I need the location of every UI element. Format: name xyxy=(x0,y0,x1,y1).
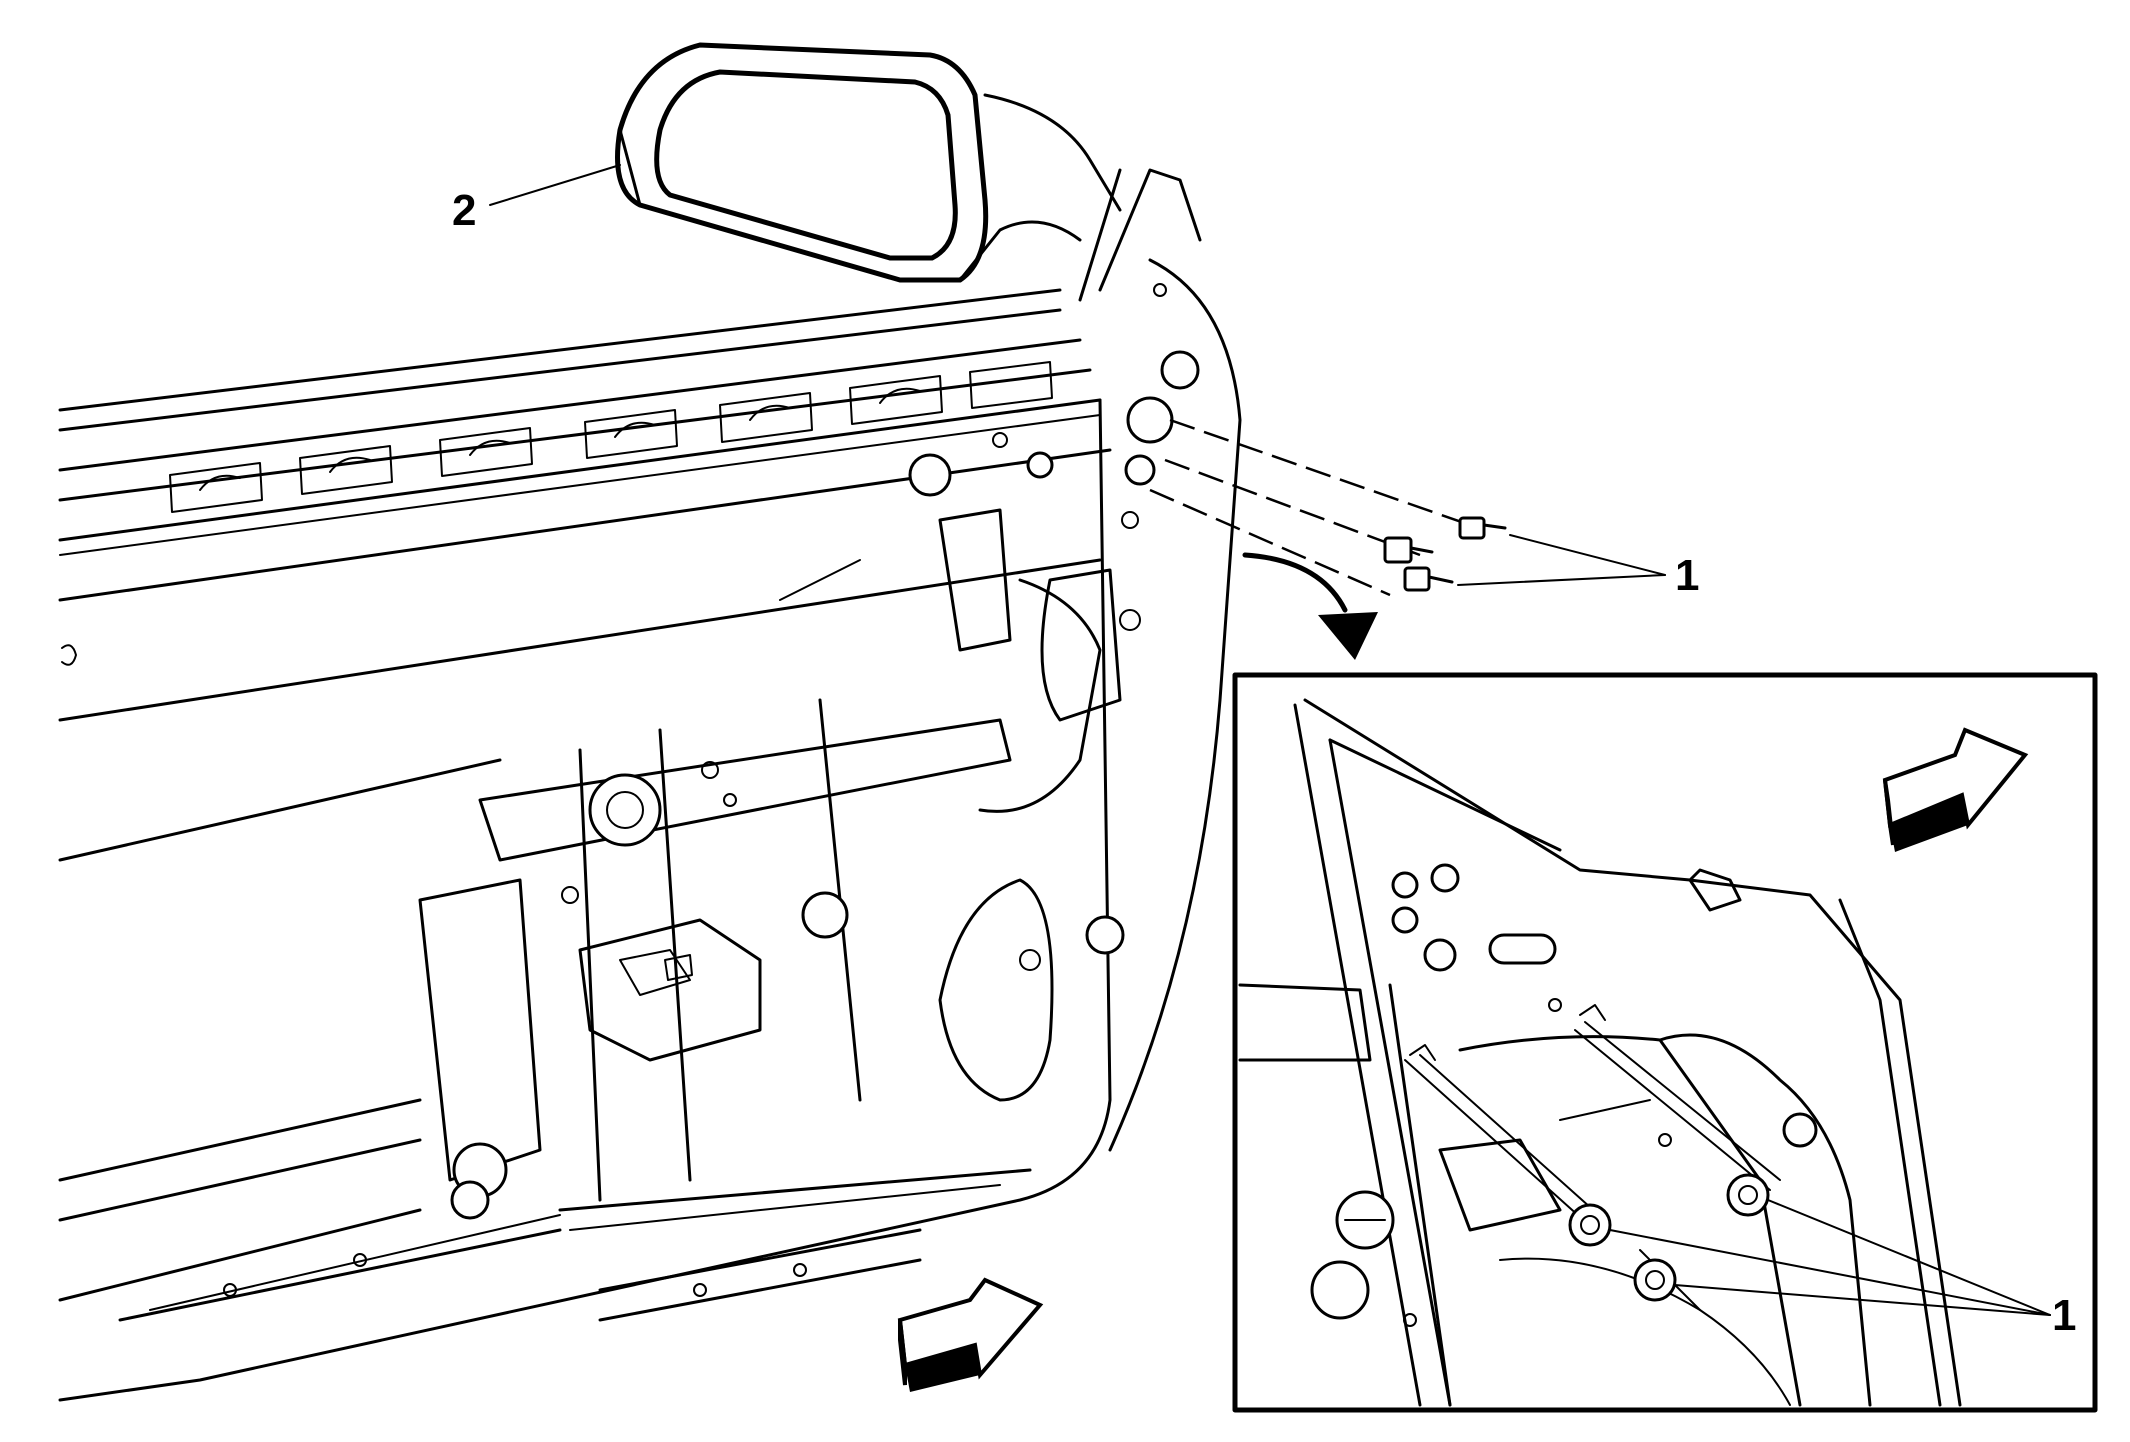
detail-fastener-callout-label: 1 xyxy=(2052,1291,2076,1340)
fastener-bolt-top xyxy=(1458,516,1507,540)
curved-arrow-icon xyxy=(1242,552,1378,660)
door-inner-panel xyxy=(58,168,1242,1402)
detail-nut-middle xyxy=(1568,1203,1612,1247)
mirror-callout: 2 xyxy=(452,164,621,235)
forward-arrow-icon xyxy=(1882,727,2029,852)
detail-nut-lower xyxy=(1633,1258,1677,1302)
detail-inset: 1 xyxy=(1232,672,2098,1413)
fastener-bolt-middle xyxy=(1383,536,1434,564)
fastener-bolt-bottom xyxy=(1403,566,1454,592)
detail-nut-upper xyxy=(1726,1173,1770,1217)
fastener-callout-label: 1 xyxy=(1675,551,1699,600)
door-beltline xyxy=(58,288,1112,602)
mirror-fasteners: 1 xyxy=(1149,418,1699,600)
mirror-callout-label: 2 xyxy=(452,186,476,235)
outside-mirror xyxy=(615,42,1122,283)
forward-arrow-icon xyxy=(897,1277,1044,1392)
